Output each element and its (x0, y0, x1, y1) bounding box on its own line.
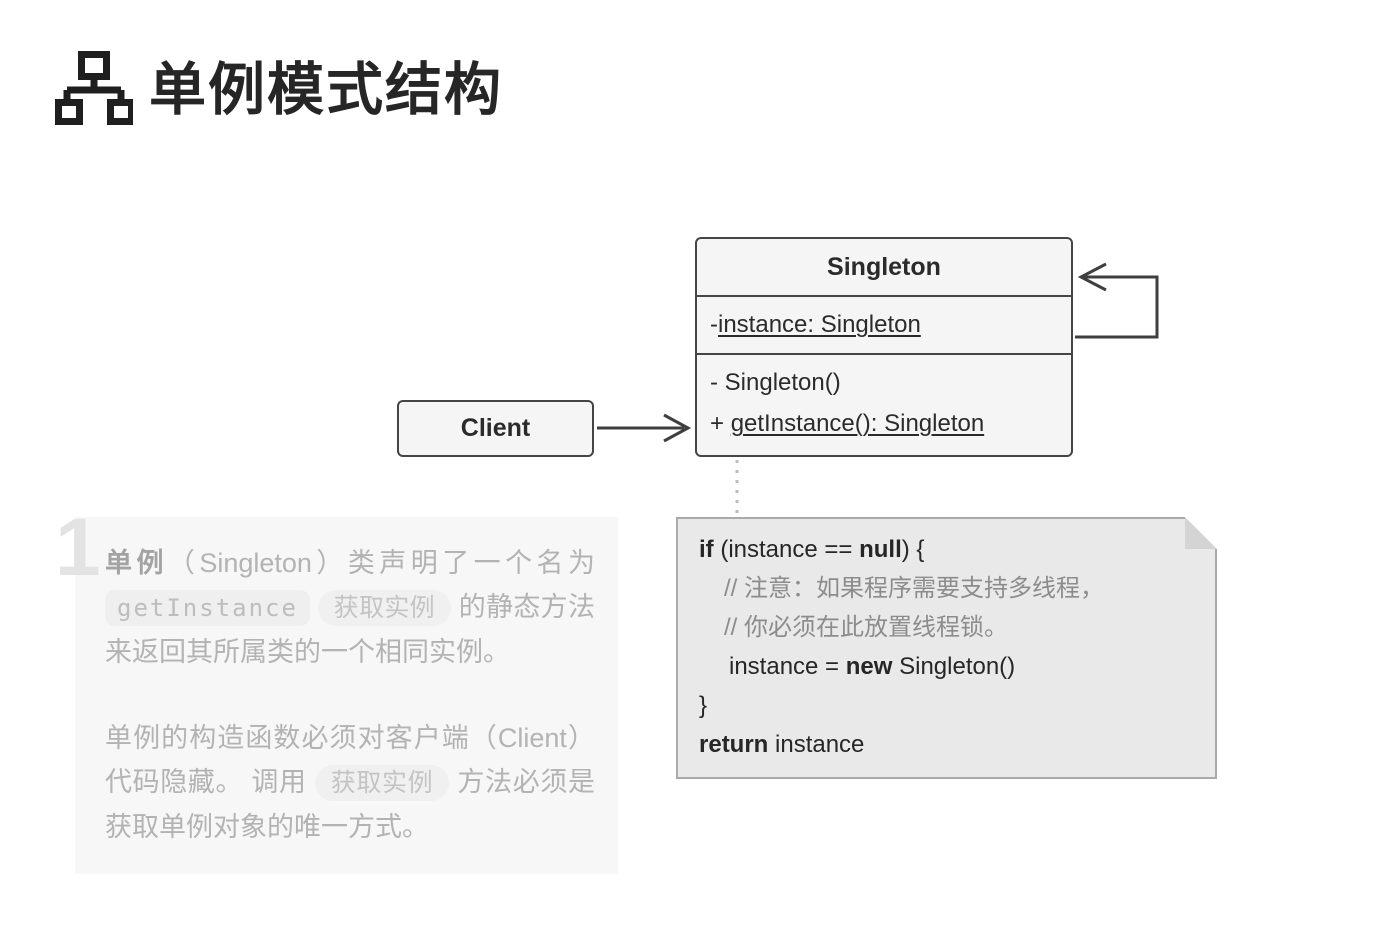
code-text: (instance == (713, 536, 860, 563)
code-text: instance = (729, 653, 846, 680)
singleton-methods-section: - Singleton() + getInstance(): Singleton (697, 355, 1071, 455)
keyword-new: new (845, 653, 893, 680)
code-text: ) { (901, 536, 925, 563)
annotation-paragraph-2: 单例的构造函数必须对客户端（Client）代码隐藏。 调用 获取实例 方法必须是… (105, 716, 595, 849)
code-line-3: } (699, 692, 708, 719)
code-comment-line-2: // 你必须在此放置线程锁。 (724, 614, 1009, 641)
annotation-text-segment: 单例的构造函数必须对客户端（Client）代码隐藏。 调用 (105, 723, 595, 797)
field-instance: instance: Singleton (718, 311, 921, 338)
method-visibility-prefix: - (710, 369, 725, 396)
uml-class-singleton: Singleton - instance: Singleton - Single… (695, 237, 1073, 457)
method-visibility-prefix: + (710, 410, 731, 437)
annotation-text-segment: 方法必须是获取单例对象的唯一方式。 (105, 767, 595, 842)
singleton-class-name: Singleton (697, 239, 1071, 297)
translation-pill-getinstance[interactable]: 获取实例 (317, 590, 451, 626)
annotation-text-segment: （Singleton）类声明了一个名为 (167, 548, 595, 578)
translation-pill-getinstance-2[interactable]: 获取实例 (314, 765, 450, 801)
client-to-singleton-arrow (597, 413, 692, 443)
note-fold-corner-icon (1185, 517, 1217, 549)
method-getinstance-label: getInstance(): Singleton (730, 410, 985, 437)
annotation-block-1[interactable]: 1 单例（Singleton）类声明了一个名为 getInstance 获取实例… (55, 507, 618, 874)
method-constructor: - Singleton() (710, 362, 1071, 403)
keyword-null: null (859, 536, 902, 563)
singleton-fields-section: - instance: Singleton (697, 297, 1071, 355)
keyword-return: return (699, 731, 769, 758)
code-text: instance (768, 731, 865, 758)
code-comment-line-1: // 注意：如果程序需要支持多线程， (724, 575, 1105, 602)
code-line-2: instance = new Singleton() (699, 647, 1215, 686)
method-getinstance: + getInstance(): Singleton (710, 403, 1071, 444)
term-singleton: 单例 (105, 548, 168, 578)
code-line-4: return instance (699, 725, 1215, 764)
page-title: 单例模式结构 (149, 57, 503, 122)
singleton-self-reference-arrow (1075, 262, 1159, 339)
field-visibility-prefix: - (710, 311, 718, 338)
client-class-name: Client (460, 414, 531, 442)
structure-diagram-icon (55, 50, 133, 126)
annotation-number: 1 (55, 502, 101, 593)
annotation-text: 单例（Singleton）类声明了一个名为 getInstance 获取实例 的… (105, 541, 595, 849)
method-constructor-label: Singleton() (724, 369, 841, 396)
annotation-text-segment: 的静态方法来返回其所属类的一个相同实例。 (105, 592, 595, 667)
code-term-getinstance: getInstance (105, 590, 310, 626)
keyword-if: if (699, 536, 714, 563)
code-text: Singleton() (892, 653, 1016, 680)
pseudocode-note: if (instance == null) { // 注意：如果程序需要支持多线… (676, 517, 1217, 779)
annotation-paragraph-1: 单例（Singleton）类声明了一个名为 getInstance 获取实例 的… (105, 541, 595, 674)
page-header: 单例模式结构 (55, 50, 503, 126)
code-line-1: if (instance == null) { (699, 530, 1215, 569)
uml-class-client: Client (397, 400, 594, 457)
